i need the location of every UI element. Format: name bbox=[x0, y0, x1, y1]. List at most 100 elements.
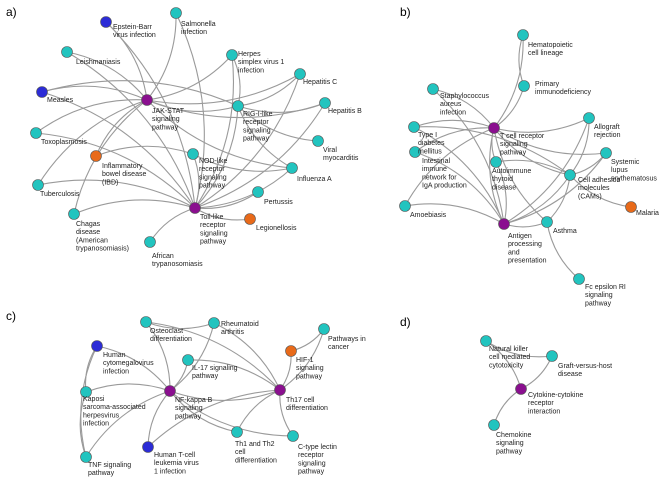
edge-jak-rig bbox=[146, 99, 239, 113]
panel-label: a) bbox=[6, 5, 17, 19]
node-diab bbox=[408, 121, 420, 133]
edge-rig-measles bbox=[41, 80, 239, 107]
node-nod bbox=[187, 148, 199, 160]
edge-kaposi-tnf bbox=[79, 391, 87, 458]
node-amoeb bbox=[399, 200, 411, 212]
edge-th17-cancer bbox=[279, 328, 325, 391]
node-jak bbox=[141, 94, 153, 106]
node-osteo bbox=[140, 316, 152, 328]
edge-tcell-diab bbox=[413, 119, 495, 129]
node-label-pert: Pertussis bbox=[264, 199, 293, 206]
panel-label: b) bbox=[400, 5, 411, 19]
edge-toll-herpes bbox=[194, 54, 235, 209]
node-cam bbox=[564, 169, 576, 181]
edge-antigen-allo bbox=[503, 117, 590, 225]
edge-antigen-intest bbox=[414, 151, 505, 225]
node-primary bbox=[518, 80, 530, 92]
edge-nfkb-osteo bbox=[145, 321, 171, 392]
edge-antigen-cam bbox=[503, 174, 571, 225]
node-hepc bbox=[294, 68, 306, 80]
node-label-legion: Legionellosis bbox=[256, 225, 297, 232]
edge-toll-tuber bbox=[37, 179, 196, 209]
node-cancer bbox=[318, 323, 330, 335]
edge-antigen-staph bbox=[432, 88, 505, 225]
edge-nod-ibd bbox=[95, 145, 194, 157]
node-sle bbox=[600, 147, 612, 159]
edge-antigen-sle bbox=[503, 152, 607, 225]
edge-jak-herpes bbox=[146, 54, 233, 101]
edge-toll-salm bbox=[175, 12, 205, 209]
edge-osteo-rheum bbox=[145, 321, 215, 330]
node-rheum bbox=[208, 317, 220, 329]
node-th17 bbox=[274, 384, 286, 396]
edge-th17-il17 bbox=[187, 359, 281, 391]
node-ebv bbox=[100, 16, 112, 28]
node-htlv bbox=[142, 441, 154, 453]
node-thyroid bbox=[490, 156, 502, 168]
edge-th17-rheum bbox=[213, 322, 281, 391]
node-tnf bbox=[80, 451, 92, 463]
edge-toll-african bbox=[149, 207, 196, 243]
edge-jak-tuber bbox=[37, 99, 148, 186]
node-label-tuber: Tuberculosis bbox=[40, 191, 80, 198]
edge-jak-toxo bbox=[35, 99, 148, 134]
node-gvh bbox=[546, 350, 558, 362]
edge-hif-cancer bbox=[290, 328, 325, 352]
node-influ bbox=[286, 162, 298, 174]
node-herpes bbox=[226, 49, 238, 61]
edge-nfkb-rheum bbox=[169, 322, 215, 392]
node-rig bbox=[232, 100, 244, 112]
edge-tcell-hema bbox=[493, 34, 524, 129]
node-staph bbox=[427, 83, 439, 95]
edge-rig-hepb bbox=[237, 102, 326, 113]
node-african bbox=[144, 236, 156, 248]
node-il17 bbox=[182, 354, 194, 366]
edge-toll-toxo bbox=[35, 132, 196, 209]
edge-tcell-asthma bbox=[493, 127, 548, 223]
edge-jak-influ bbox=[146, 99, 293, 169]
node-label-malaria: Malaria bbox=[636, 210, 659, 217]
edge-nk-gvh bbox=[485, 340, 553, 358]
node-toll bbox=[189, 202, 201, 214]
node-label-influ: Influenza A bbox=[297, 176, 332, 183]
node-ctype bbox=[287, 430, 299, 442]
edge-nfkb-kaposi bbox=[85, 383, 171, 393]
node-asthma bbox=[541, 216, 553, 228]
edge-cam-sle bbox=[569, 152, 607, 176]
node-hif bbox=[285, 345, 297, 357]
edge-cyto-chemo bbox=[493, 388, 522, 426]
edge-th17-htlv bbox=[147, 389, 281, 448]
edge-toll-influ bbox=[194, 167, 293, 209]
edge-toll-hepb bbox=[194, 102, 326, 209]
edge-toll-pert bbox=[194, 191, 259, 210]
node-leish bbox=[61, 46, 73, 58]
edge-jak-salm bbox=[146, 12, 177, 101]
node-label-toxo: Toxoplasmosis bbox=[41, 139, 87, 146]
node-fc bbox=[573, 273, 585, 285]
edges-layer bbox=[35, 12, 632, 458]
